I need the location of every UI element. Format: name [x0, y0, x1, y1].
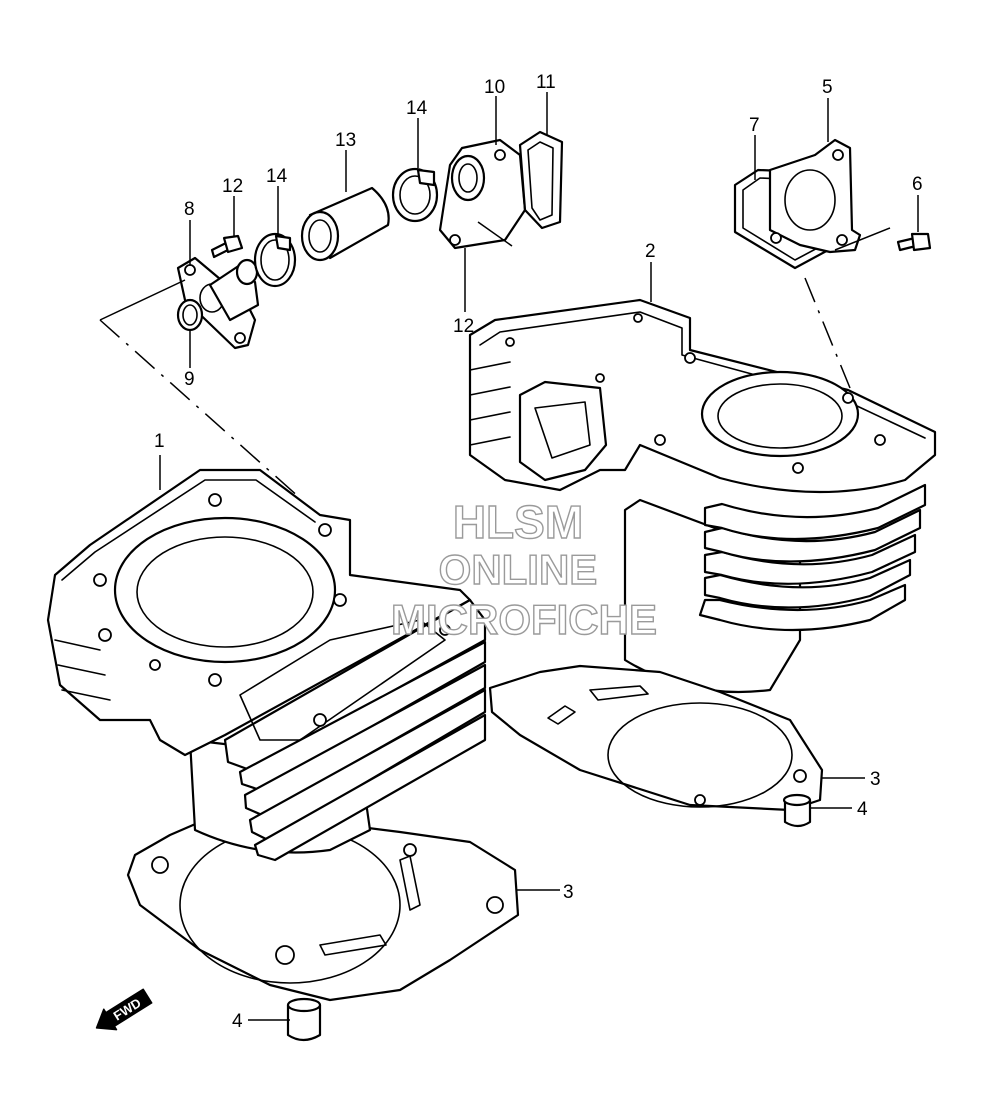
watermark-line-3: MICROFICHE	[391, 596, 657, 643]
fwd-direction-arrow: FWD	[95, 988, 153, 1031]
watermark-line-1: HLSM	[453, 496, 583, 548]
callout-6: 6	[912, 174, 923, 195]
callout-12-front-bolt: 12	[222, 176, 243, 197]
rear-cylinder-base-gasket[interactable]	[488, 664, 824, 812]
callout-13: 13	[335, 130, 356, 151]
front-outlet-fitting[interactable]	[176, 256, 260, 350]
hose-clamp-right[interactable]	[391, 167, 439, 223]
callout-8: 8	[184, 199, 195, 220]
fitting-bolt-front[interactable]	[210, 234, 244, 259]
callout-7: 7	[749, 115, 760, 136]
dowel-pin-rear[interactable]	[782, 793, 812, 828]
outlet-cover[interactable]	[768, 138, 862, 254]
rear-cylinder[interactable]	[468, 298, 937, 694]
fwd-arrow-icon	[95, 988, 153, 1031]
rear-outlet-fitting[interactable]	[438, 138, 527, 250]
dowel-pin-front[interactable]	[286, 997, 322, 1042]
hose-clamp-left[interactable]	[253, 232, 297, 288]
front-cylinder[interactable]	[46, 468, 487, 862]
callout-3-front-gasket: 3	[563, 882, 574, 903]
water-hose[interactable]	[300, 186, 390, 262]
callout-10: 10	[484, 77, 505, 98]
callout-2: 2	[645, 241, 656, 262]
callout-labels: 1 2 3 3 4 4 5 6 7 8 9 10 11 12 12 13 14 …	[154, 72, 923, 1032]
callout-14-right-clamp: 14	[406, 98, 428, 119]
callout-5: 5	[822, 77, 833, 98]
leader-lines	[99, 92, 919, 1021]
callout-12-rear-bolt: 12	[453, 316, 474, 337]
outlet-cover-bolt[interactable]	[896, 232, 932, 252]
callout-3-rear-gasket: 3	[870, 769, 881, 790]
watermark-line-2: ONLINE	[439, 546, 598, 593]
callout-9: 9	[184, 369, 195, 390]
callout-1: 1	[154, 431, 165, 452]
callout-4-rear-dowel: 4	[857, 799, 868, 820]
callout-11: 11	[536, 72, 556, 93]
front-outlet-o-ring[interactable]	[176, 298, 204, 332]
watermark: HLSM ONLINE MICROFICHE	[390, 495, 657, 643]
callout-4-front-dowel: 4	[232, 1011, 243, 1032]
rear-outlet-gasket[interactable]	[518, 130, 564, 230]
callout-14-left-clamp: 14	[266, 166, 288, 187]
